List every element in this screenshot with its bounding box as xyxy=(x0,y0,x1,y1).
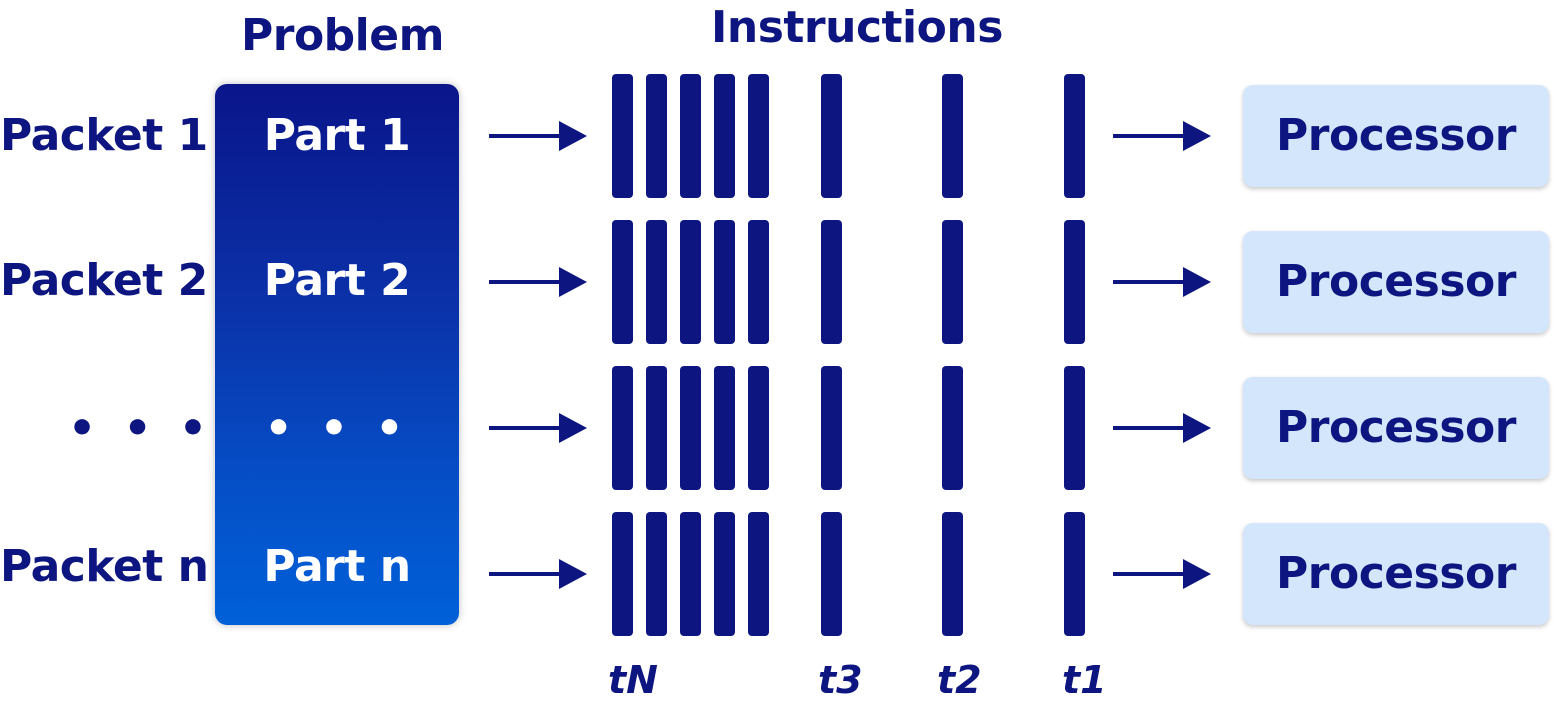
output-arrow-1 xyxy=(1113,121,1211,151)
instruction-bar xyxy=(942,366,963,490)
instruction-bar xyxy=(748,366,769,490)
instruction-bar xyxy=(1064,512,1085,636)
instruction-bar xyxy=(942,74,963,198)
packet-label-n: Packet n xyxy=(0,541,209,592)
problem-heading: Problem xyxy=(241,10,444,61)
part-label-n: Part n xyxy=(263,541,411,592)
instruction-bar xyxy=(748,512,769,636)
processor-box-2: Processor xyxy=(1243,231,1549,333)
instructions-heading: Instructions xyxy=(711,2,1003,53)
output-arrow-2 xyxy=(1113,267,1211,297)
instruction-bar xyxy=(821,220,842,344)
instruction-bar xyxy=(714,366,735,490)
processor-label-4: Processor xyxy=(1276,548,1516,599)
instruction-bar xyxy=(942,220,963,344)
instruction-bar xyxy=(1064,220,1085,344)
packet-label-2: Packet 2 xyxy=(0,255,208,306)
instruction-bar xyxy=(646,220,667,344)
instruction-bar xyxy=(612,366,633,490)
time-label-t2: t2 xyxy=(937,658,982,702)
packet-label-1: Packet 1 xyxy=(0,110,208,161)
output-arrow-3 xyxy=(1113,413,1211,443)
instruction-bar xyxy=(714,220,735,344)
processor-box-3: Processor xyxy=(1243,377,1549,479)
instruction-bar xyxy=(821,366,842,490)
processor-label-2: Processor xyxy=(1276,256,1516,307)
input-arrow-2 xyxy=(489,267,587,297)
time-label-tn: tN xyxy=(608,658,658,702)
processor-label-3: Processor xyxy=(1276,402,1516,453)
part-label-ellipsis: • • • xyxy=(264,403,410,454)
processor-box-1: Processor xyxy=(1243,85,1549,187)
input-arrow-1 xyxy=(489,121,587,151)
part-label-2: Part 2 xyxy=(263,255,411,306)
time-label-t3: t3 xyxy=(818,658,863,702)
output-arrow-4 xyxy=(1113,559,1211,589)
instruction-bar xyxy=(646,366,667,490)
instruction-bar xyxy=(612,512,633,636)
packet-label-ellipsis: • • • xyxy=(68,403,214,454)
instruction-bar xyxy=(821,512,842,636)
instruction-bar xyxy=(942,512,963,636)
part-label-1: Part 1 xyxy=(263,110,411,161)
processor-box-4: Processor xyxy=(1243,523,1549,625)
input-arrow-4 xyxy=(489,559,587,589)
instruction-bar xyxy=(748,74,769,198)
input-arrow-3 xyxy=(489,413,587,443)
instruction-bar xyxy=(646,512,667,636)
instruction-bar xyxy=(680,512,701,636)
instruction-bar xyxy=(714,74,735,198)
instruction-bar xyxy=(612,220,633,344)
instruction-bar xyxy=(680,366,701,490)
instruction-bar xyxy=(714,512,735,636)
instruction-bar xyxy=(1064,366,1085,490)
processor-label-1: Processor xyxy=(1276,110,1516,161)
problem-box: Part 1 Part 2 • • • Part n xyxy=(215,84,459,625)
instruction-bar xyxy=(1064,74,1085,198)
instruction-bar xyxy=(612,74,633,198)
instruction-bar xyxy=(646,74,667,198)
instruction-bar xyxy=(680,220,701,344)
instruction-bar xyxy=(821,74,842,198)
time-label-t1: t1 xyxy=(1062,658,1107,702)
instruction-bar xyxy=(680,74,701,198)
instruction-bar xyxy=(748,220,769,344)
